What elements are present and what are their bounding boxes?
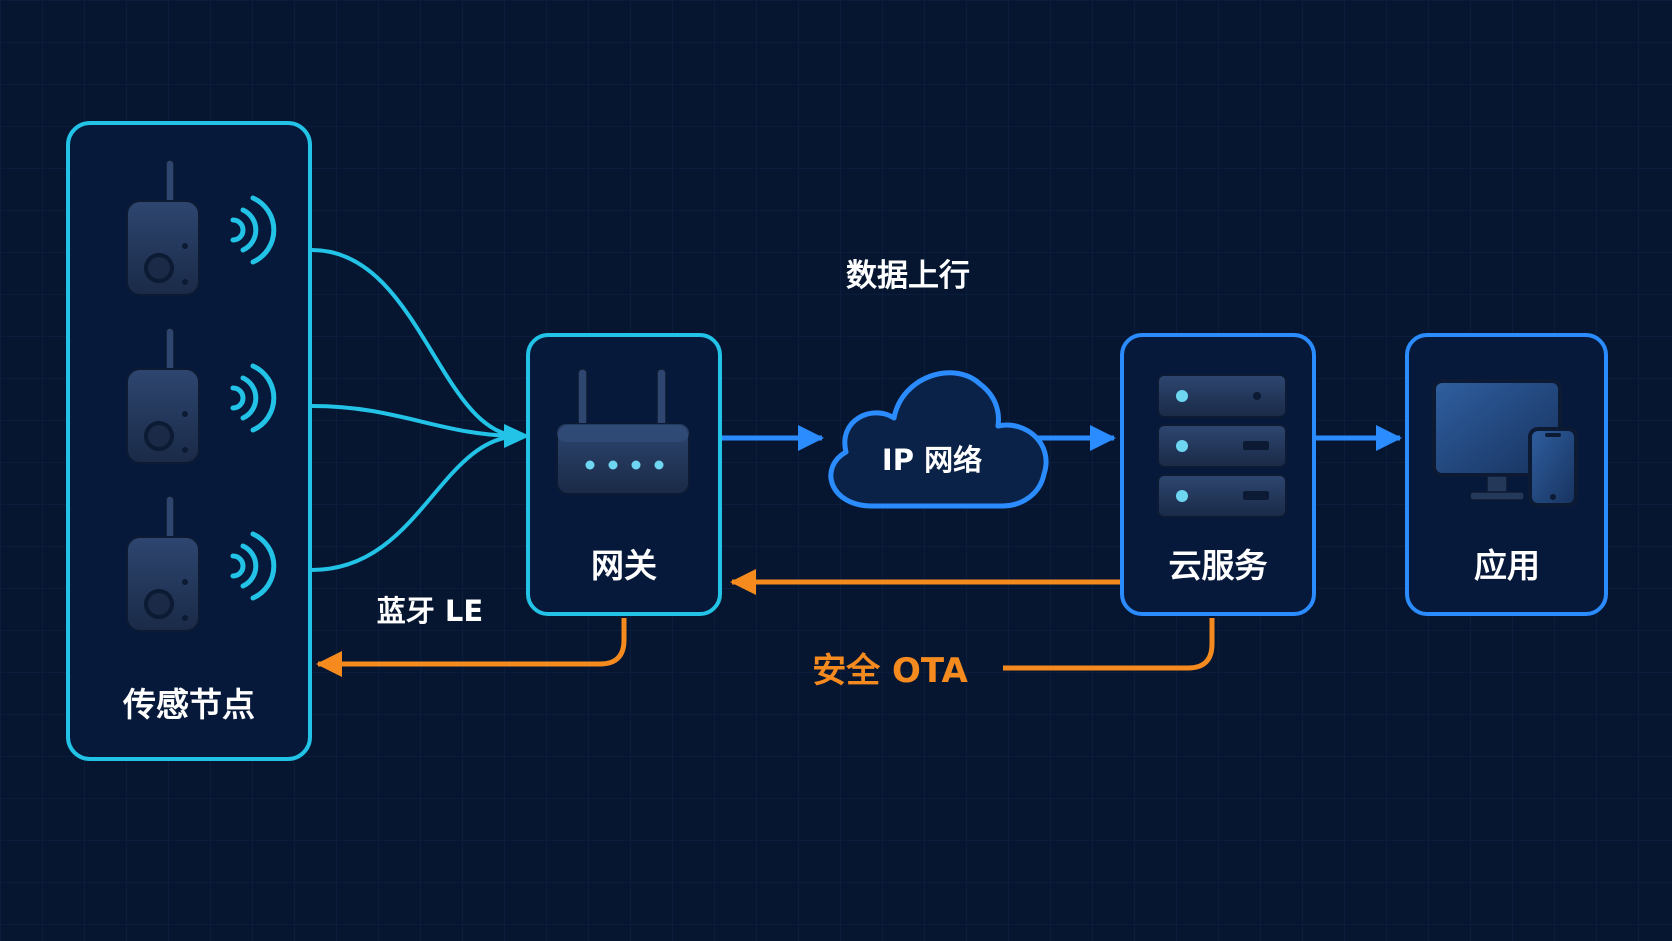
cloud-service-label: 云服务 <box>1169 546 1268 585</box>
ble-arrowhead <box>504 424 530 448</box>
ota-label: 安全 OTA <box>812 651 968 691</box>
ble-link-3 <box>311 431 522 572</box>
gateway-label: 网关 <box>591 546 657 585</box>
ota-line-service <box>1003 618 1215 671</box>
ota-arrow-gateway-sensors <box>316 618 627 677</box>
wireless-signal-icon <box>230 363 277 433</box>
gateway-panel: 网关 <box>526 333 722 616</box>
ble-link-2 <box>311 404 522 441</box>
cloud-icon <box>828 370 1049 509</box>
smartphone-icon <box>1528 427 1578 507</box>
ble-link-1 <box>311 248 522 441</box>
sensor-device-icon <box>126 159 200 296</box>
application-panel: 应用 <box>1405 333 1608 616</box>
application-label: 应用 <box>1474 546 1540 585</box>
ble-label: 蓝牙 LE <box>377 594 483 628</box>
sensor-nodes-label: 传感节点 <box>122 685 255 724</box>
router-icon <box>556 368 690 495</box>
server-rack-icon <box>1157 374 1287 518</box>
sensor-device-icon <box>126 327 200 464</box>
cloud-service-panel: 云服务 <box>1120 333 1316 616</box>
wireless-signal-icon <box>230 195 277 265</box>
ble-connections <box>311 248 522 572</box>
sensor-device-icon <box>126 495 200 632</box>
uplink-label: 数据上行 <box>846 258 970 294</box>
network-label: IP 网络 <box>882 443 982 477</box>
sensor-nodes-panel: 传感节点 <box>66 121 312 761</box>
wireless-signal-icon <box>230 531 277 601</box>
